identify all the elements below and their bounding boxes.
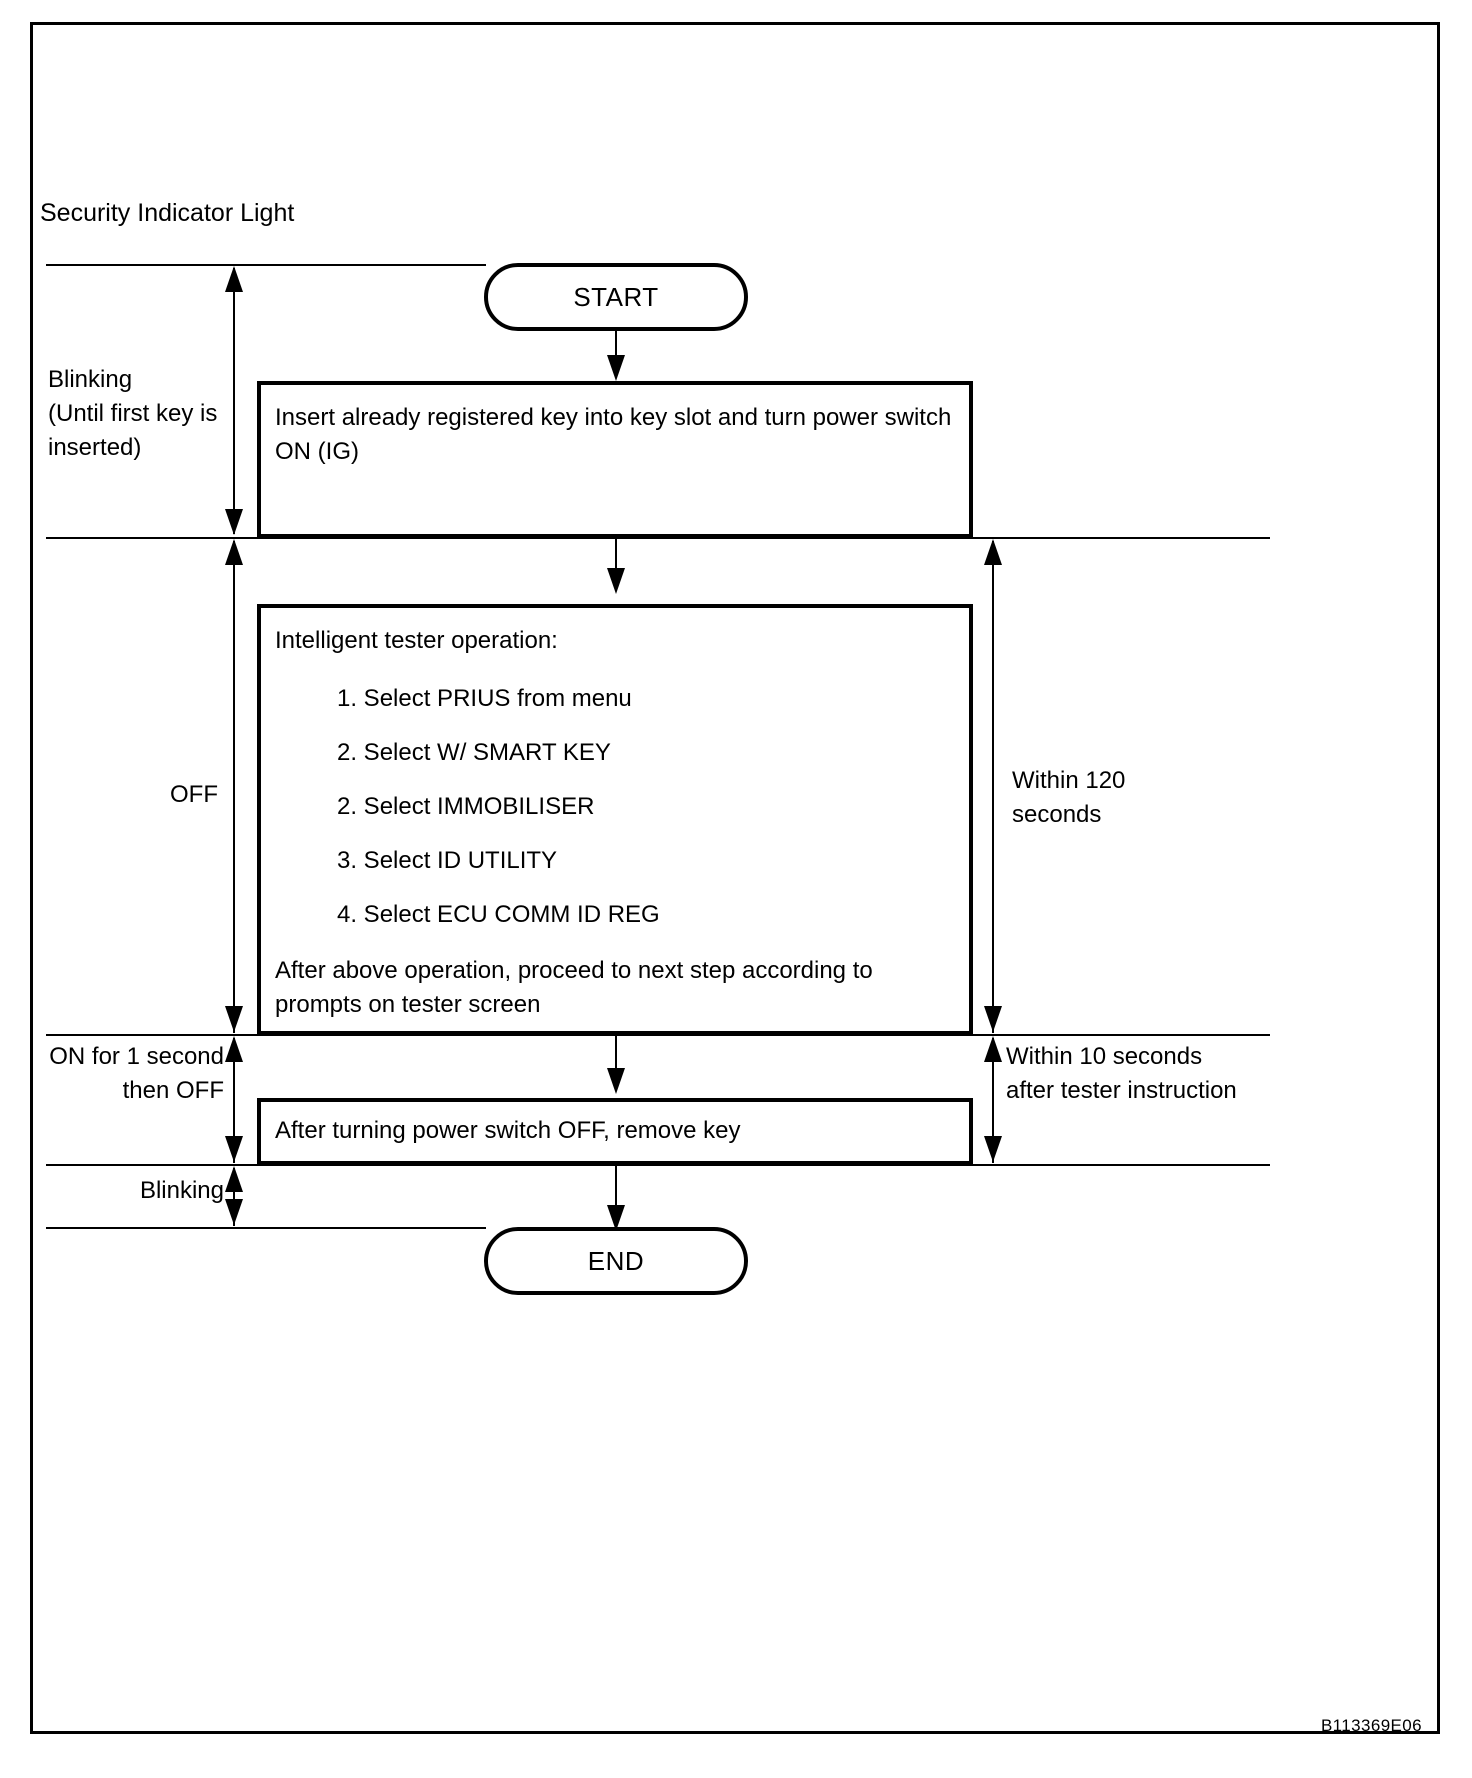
right-measure-line-10s bbox=[992, 1038, 994, 1163]
left-measure-arrow-down-off bbox=[225, 1006, 243, 1032]
process-box-remove-key-text: After turning power switch OFF, remove k… bbox=[275, 1117, 741, 1144]
start-node[interactable]: START bbox=[484, 263, 748, 331]
tester-step-item: 2. Select W/ SMART KEY bbox=[337, 739, 611, 766]
page-border bbox=[30, 22, 1440, 1734]
left-measure-arrow-up-blinking bbox=[225, 266, 243, 292]
process-box-tester-operation-heading: Intelligent tester operation: bbox=[275, 627, 558, 654]
left-measure-arrow-up-off bbox=[225, 539, 243, 565]
security-indicator-light-title: Security Indicator Light bbox=[40, 199, 295, 227]
connector-step1-to-step2 bbox=[615, 538, 617, 570]
right-measure-arrow-up-120s bbox=[984, 539, 1002, 565]
timeline-rule-after-step3 bbox=[46, 1164, 1270, 1166]
connector-arrow-step3-to-end bbox=[607, 1205, 625, 1231]
tester-step-list: 1. Select PRIUS from menu 2. Select W/ S… bbox=[275, 684, 955, 930]
left-measure-line-off bbox=[233, 541, 235, 1033]
connector-start-to-step1 bbox=[615, 331, 617, 357]
timeline-rule-after-step2 bbox=[46, 1034, 1270, 1036]
left-measure-arrow-up-on-then-off bbox=[225, 1036, 243, 1062]
right-measure-line-120s bbox=[992, 541, 994, 1033]
connector-step2-to-step3 bbox=[615, 1036, 617, 1070]
label-off: OFF bbox=[170, 781, 218, 808]
left-measure-arrow-up-blinking-end bbox=[225, 1166, 243, 1192]
label-within-10-seconds: Within 10 seconds after tester instructi… bbox=[1006, 1043, 1237, 1104]
process-box-insert-key-text: Insert already registered key into key s… bbox=[275, 404, 952, 465]
connector-step3-to-end bbox=[615, 1166, 617, 1208]
connector-arrow-step2-to-step3 bbox=[607, 1068, 625, 1094]
left-measure-line-blinking-end bbox=[233, 1168, 235, 1226]
connector-arrow-start-to-step1 bbox=[607, 355, 625, 381]
left-measure-arrow-down-blinking-end bbox=[225, 1199, 243, 1225]
start-node-label: START bbox=[573, 281, 659, 312]
left-measure-arrow-down-blinking bbox=[225, 509, 243, 535]
right-measure-arrow-down-120s bbox=[984, 1006, 1002, 1032]
end-node-label: END bbox=[587, 1245, 645, 1276]
label-on-1-second-then-off: ON for 1 second then OFF bbox=[49, 1043, 224, 1104]
timeline-rule-top bbox=[46, 264, 486, 266]
label-blinking-end: Blinking bbox=[139, 1177, 224, 1204]
left-measure-arrow-down-on-then-off bbox=[225, 1136, 243, 1162]
right-measure-arrow-down-10s bbox=[984, 1136, 1002, 1162]
left-measure-line-on-then-off bbox=[233, 1038, 235, 1163]
timeline-rule-bottom bbox=[46, 1227, 486, 1229]
end-node[interactable]: END bbox=[484, 1227, 748, 1295]
process-box-remove-key[interactable]: After turning power switch OFF, remove k… bbox=[257, 1098, 973, 1165]
tester-step-item: 3. Select ID UTILITY bbox=[337, 847, 558, 874]
left-measure-line-blinking bbox=[233, 268, 235, 534]
figure-id-label: B113369E06 bbox=[1320, 1716, 1422, 1735]
timeline-rule-after-step1 bbox=[46, 537, 1270, 539]
tester-step-item: 4. Select ECU COMM ID REG bbox=[337, 901, 660, 928]
process-box-tester-operation[interactable]: Intelligent tester operation: 1. Select … bbox=[257, 604, 973, 1035]
process-box-insert-key[interactable]: Insert already registered key into key s… bbox=[257, 381, 973, 538]
process-box-tester-operation-tail: After above operation, proceed to next s… bbox=[275, 957, 873, 1018]
right-measure-arrow-up-10s bbox=[984, 1036, 1002, 1062]
label-within-120-seconds: Within 120 seconds bbox=[1012, 767, 1126, 828]
label-blinking-until-first-key: Blinking (Until first key is inserted) bbox=[48, 366, 218, 461]
tester-step-item: 1. Select PRIUS from menu bbox=[337, 685, 632, 712]
connector-arrow-step1-to-step2 bbox=[607, 568, 625, 594]
tester-step-item: 2. Select IMMOBILISER bbox=[337, 793, 595, 820]
